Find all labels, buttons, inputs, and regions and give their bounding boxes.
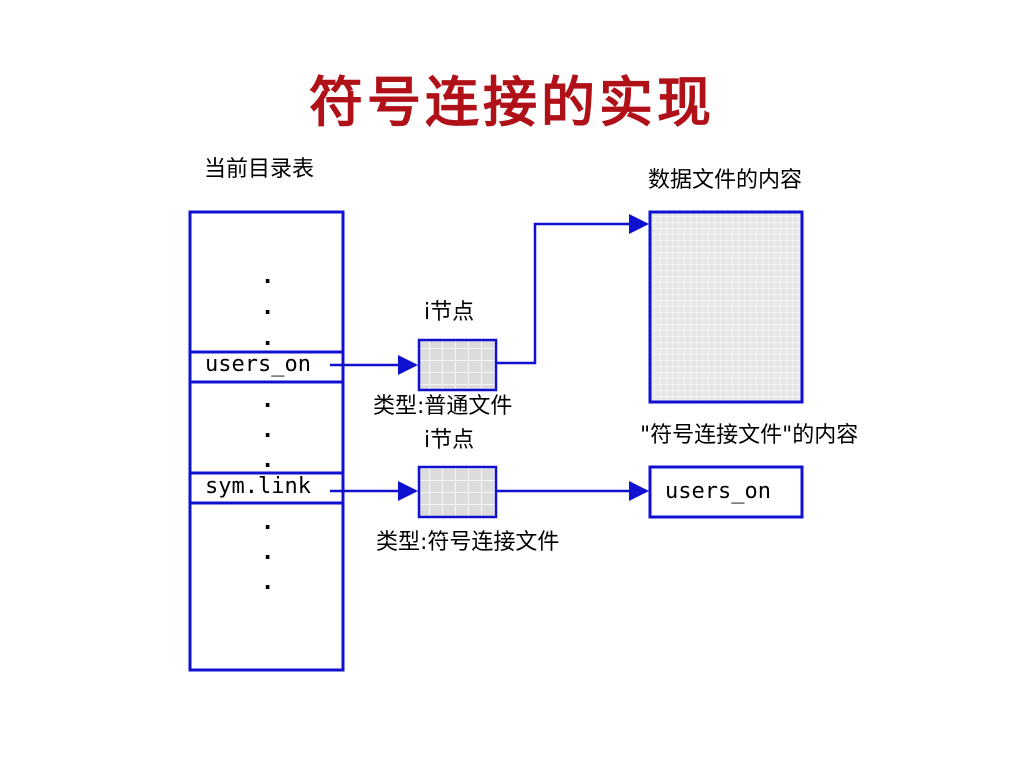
slide-title: 符号连接的实现 xyxy=(309,70,715,134)
data-file-label: 数据文件的内容 xyxy=(648,168,803,193)
directory-table xyxy=(188,210,345,672)
inode-symlink-type: 类型:符号连接文件 xyxy=(376,530,560,555)
ellipsis-dot: . xyxy=(261,510,275,535)
inode-regular-type: 类型:普通文件 xyxy=(373,394,513,419)
inode-regular-box xyxy=(417,338,498,392)
ellipsis-dot: . xyxy=(261,264,275,289)
directory-entry-users-on-box xyxy=(188,350,345,384)
directory-label: 当前目录表 xyxy=(204,157,315,182)
symlink-content-box xyxy=(648,465,804,519)
inode-regular-label: i节点 xyxy=(424,300,475,325)
inode-symlink-label: i节点 xyxy=(424,428,475,453)
inode-symlink-box xyxy=(417,465,498,519)
directory-entry-sym-link-box xyxy=(188,471,345,505)
ellipsis-dot: . xyxy=(261,448,275,473)
directory-entry-users-on: users_on xyxy=(205,352,311,377)
ellipsis-dot: . xyxy=(261,540,275,565)
ellipsis-dot: . xyxy=(261,418,275,443)
ellipsis-dot: . xyxy=(261,326,275,351)
symlink-content-label: "符号连接文件"的内容 xyxy=(640,423,859,448)
ellipsis-dot: . xyxy=(261,295,275,320)
directory-entry-sym-link: sym.link xyxy=(205,474,311,499)
data-file-box xyxy=(648,210,804,404)
arrow-inode-to-data-file xyxy=(496,214,649,365)
ellipsis-dot: . xyxy=(261,570,275,595)
symlink-content-text: users_on xyxy=(665,479,771,504)
ellipsis-dot: . xyxy=(261,388,275,413)
